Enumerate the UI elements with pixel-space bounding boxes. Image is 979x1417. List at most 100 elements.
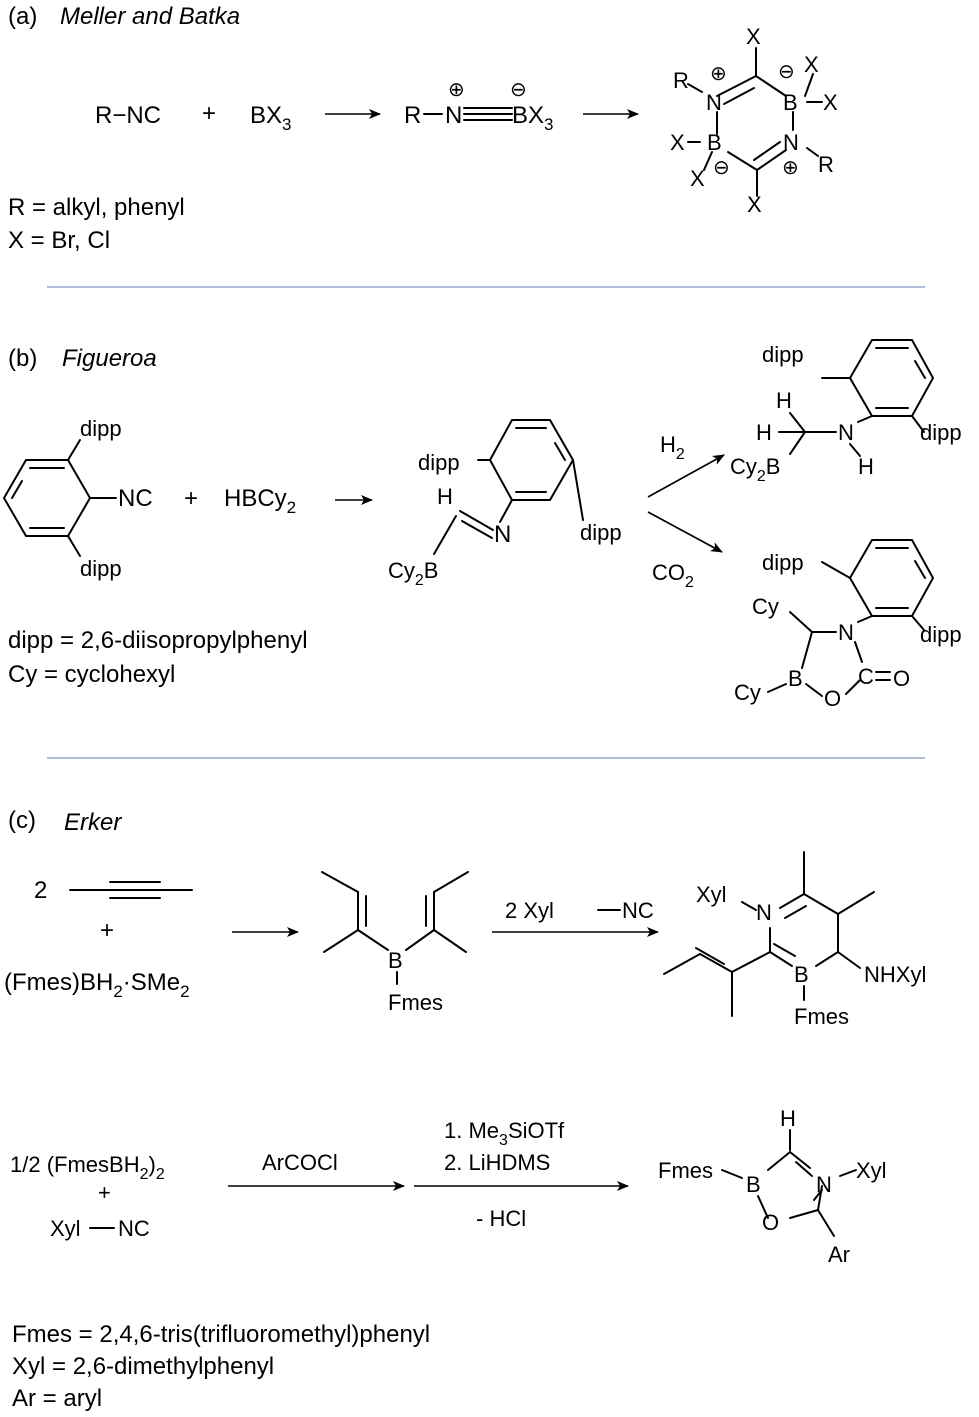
panel-c: (c) Erker 2 + (Fmes)BH2·SMe2 B (4, 807, 926, 1412)
panel-c-label: (c) (8, 807, 36, 834)
definition-cy: Cy = cyclohexyl (8, 661, 175, 688)
co2-reagent: CO2 (652, 560, 694, 591)
definition-dipp: dipp = 2,6-diisopropylphenyl (8, 627, 308, 654)
plus-sign-c1: + (100, 917, 114, 944)
ring-r-right: R (818, 152, 834, 177)
dipp-carbamate-top: dipp (762, 550, 804, 575)
iminoborane-product (433, 419, 584, 555)
definition-x: X = Br, Cl (8, 227, 110, 254)
azaborinine-xyl: Xyl (696, 882, 727, 907)
ring-x-top-right: X (804, 52, 819, 77)
plus-sign-b: + (184, 485, 198, 512)
amine-borane-product (778, 339, 935, 457)
xylnc-reagent-label: 2 Xyl (505, 898, 554, 923)
oxazaborole-h: H (780, 1106, 796, 1131)
dipp-imine-bottom: dipp (580, 520, 622, 545)
panel-a-label: (a) (8, 3, 37, 30)
dipp-amine-right: dipp (920, 420, 962, 445)
ring-b-right: B (783, 90, 798, 115)
adduct-plus-charge: ⊕ (448, 79, 465, 101)
step-1-reagent: 1. Me3SiOTf (444, 1118, 565, 1149)
azaborinine-fmes: Fmes (794, 1004, 849, 1029)
oxazaborole-xyl: Xyl (856, 1158, 887, 1183)
carbamate-b: B (788, 666, 803, 691)
amine-h-top: H (776, 388, 792, 413)
diborine-dimer (687, 47, 823, 197)
hbcy2-reagent: HBCy2 (224, 485, 296, 517)
azaborinine-b: B (794, 962, 809, 987)
amine-h-bottom: H (858, 454, 874, 479)
azaborinine-n: N (756, 900, 772, 925)
ring-x-left: X (670, 130, 685, 155)
xylnc-reagent-nc: NC (622, 898, 654, 923)
oxazaborole-ar: Ar (828, 1242, 850, 1267)
ring-minus-top: ⊖ (778, 61, 795, 83)
azaborinine-product (663, 851, 875, 1017)
step-2-reagent: 2. LiHDMS (444, 1150, 550, 1175)
h2-reagent: H2 (660, 432, 685, 463)
adduct-r: R (404, 102, 421, 129)
panel-c-author: Erker (64, 809, 122, 836)
arrow-b-h2 (647, 454, 725, 498)
ring-n-bottom: N (783, 130, 799, 155)
panel-b: (b) Figueroa dipp NC dipp + HBCy2 (2, 339, 962, 711)
adduct-bx3: BX3 (512, 102, 553, 134)
xyl-isocyanide-nc: NC (118, 1216, 150, 1241)
arrow-b-co2 (647, 511, 723, 553)
definition-fmes: Fmes = 2,4,6-tris(trifluoromethyl)phenyl (12, 1321, 430, 1348)
panel-b-label: (b) (8, 345, 37, 372)
adduct-minus-charge: ⊖ (510, 79, 527, 101)
arene-nc: NC (118, 485, 153, 512)
xyl-isocyanide-xyl: Xyl (50, 1216, 81, 1241)
amine-n: N (838, 420, 854, 445)
ring-x-top: X (746, 24, 761, 49)
dipp-bottom-left: dipp (80, 556, 122, 581)
carbamate-c: C (858, 664, 874, 689)
panel-a-author: Meller and Batka (60, 3, 240, 30)
dipp-amine-top: dipp (762, 342, 804, 367)
definition-ar: Ar = aryl (12, 1385, 102, 1412)
amine-cy2b: Cy2B (730, 454, 780, 485)
carbamate-n: N (838, 620, 854, 645)
imine-h: H (437, 484, 453, 509)
carbamate-cy-top: Cy (752, 594, 779, 619)
dipp-carbamate-right: dipp (920, 622, 962, 647)
isocyanide-arene-ring (2, 439, 117, 557)
ring-r-left: R (673, 68, 689, 93)
definition-xyl: Xyl = 2,6-dimethylphenyl (12, 1353, 274, 1380)
divinylborane-b: B (388, 948, 403, 973)
plus-sign-a: + (202, 100, 216, 127)
divinylborane-fmes: Fmes (388, 990, 443, 1015)
ring-n-top: N (706, 90, 722, 115)
panel-a: (a) Meller and Batka R−NC + BX3 R N BX3 … (8, 3, 838, 254)
dipp-top-left: dipp (80, 416, 122, 441)
carbamate-o: O (824, 686, 841, 711)
arcocl-reagent: ArCOCl (262, 1150, 338, 1175)
oxazaborole-product (721, 1129, 857, 1237)
azaborinine-nhxyl: NHXyl (864, 962, 926, 987)
minus-hcl: - HCl (476, 1206, 526, 1231)
carbamate-eq-o: O (893, 666, 910, 691)
ring-x-bottom: X (747, 192, 762, 217)
oxazaborole-n: N (816, 1172, 832, 1197)
ring-x-right: X (823, 90, 838, 115)
ring-plus-bottom: ⊕ (782, 157, 799, 179)
dipp-imine-top: dipp (418, 450, 460, 475)
ring-plus-top: ⊕ (710, 63, 727, 85)
bx3-reagent: BX3 (250, 102, 291, 134)
oxazaborole-b: B (746, 1172, 761, 1197)
butyne-coefficient: 2 (34, 877, 47, 904)
ring-x-bottom-left: X (690, 166, 705, 191)
isocyanide-r-nc: R−NC (95, 102, 161, 129)
panel-b-author: Figueroa (62, 345, 157, 372)
imine-n: N (494, 521, 511, 548)
amine-h-left: H (756, 420, 772, 445)
imine-cy2b: Cy2B (388, 558, 438, 589)
adduct-n: N (445, 102, 462, 129)
oxazaborole-fmes: Fmes (658, 1158, 713, 1183)
ring-b-left: B (707, 130, 722, 155)
oxazaborole-o: O (762, 1210, 779, 1235)
ring-minus-bottom: ⊖ (713, 157, 730, 179)
butyne (69, 881, 193, 899)
